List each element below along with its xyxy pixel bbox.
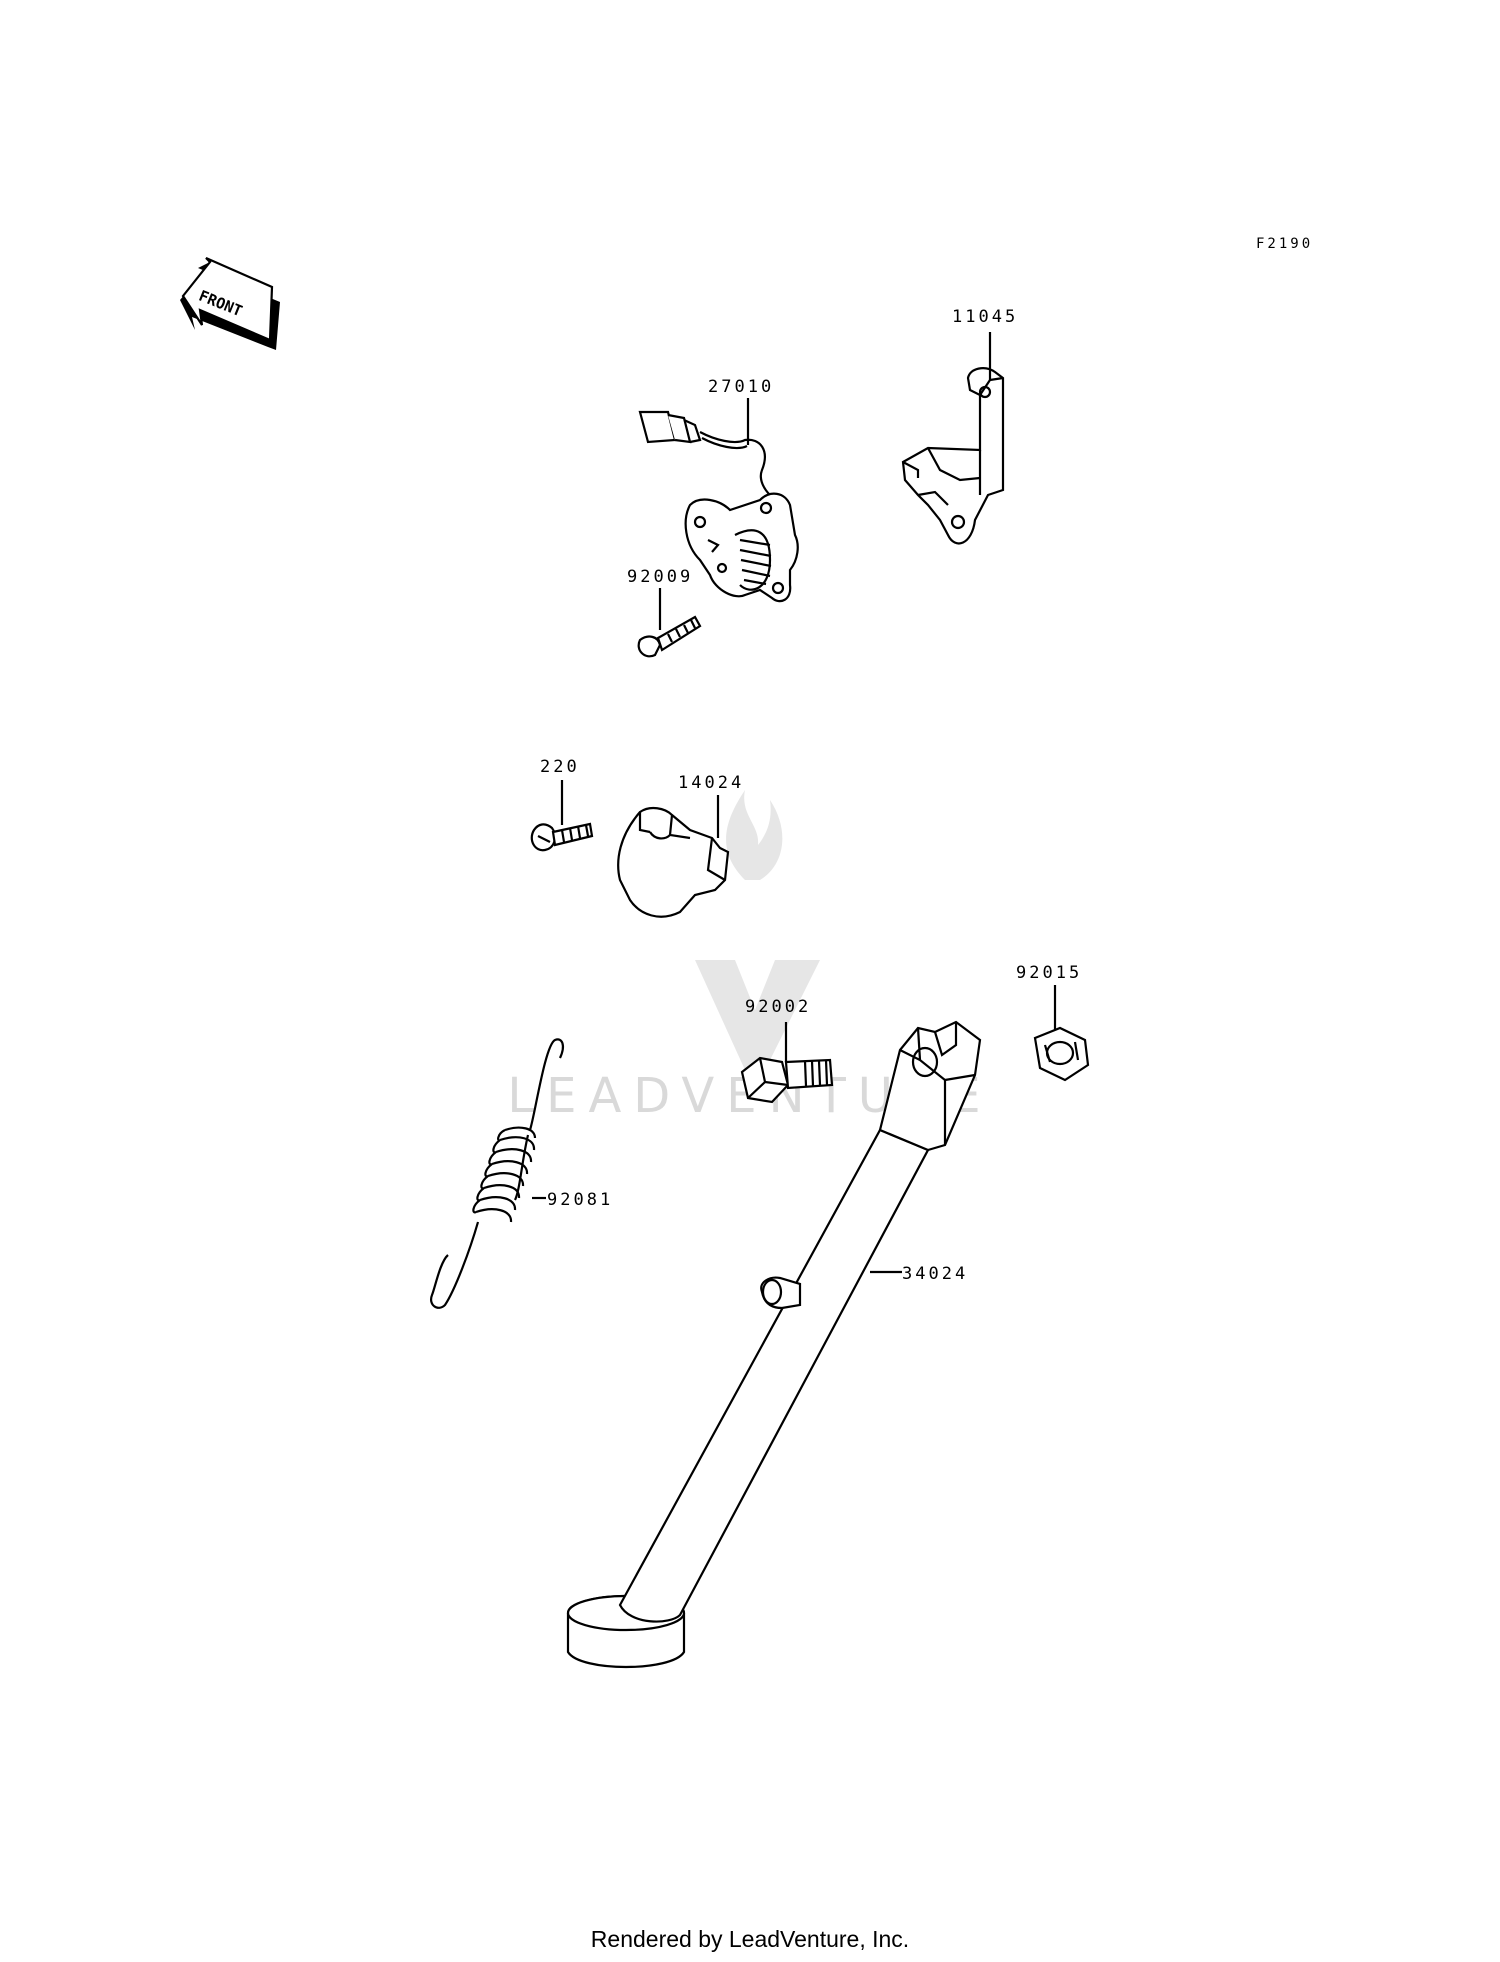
part-label-34024[interactable]: 34024 bbox=[902, 1264, 968, 1284]
figure-code: F2190 bbox=[1256, 236, 1313, 252]
part-92015-nut[interactable] bbox=[1033, 1026, 1090, 1082]
part-11045-bracket[interactable] bbox=[901, 367, 1005, 545]
part-92081-spring[interactable] bbox=[430, 1038, 564, 1309]
footer-credit: Rendered by LeadVenture, Inc. bbox=[590, 1926, 910, 1952]
part-label-92002[interactable]: 92002 bbox=[745, 997, 811, 1017]
part-220-screw[interactable] bbox=[530, 822, 594, 852]
part-27010-switch[interactable] bbox=[638, 410, 799, 603]
part-label-14024[interactable]: 14024 bbox=[678, 773, 744, 793]
part-label-92009[interactable]: 92009 bbox=[627, 567, 693, 587]
part-label-220[interactable]: 220 bbox=[540, 757, 580, 777]
part-label-92081[interactable]: 92081 bbox=[547, 1190, 613, 1210]
part-label-27010[interactable]: 27010 bbox=[708, 377, 774, 397]
part-14024-cover[interactable] bbox=[617, 806, 730, 918]
part-92002-bolt[interactable] bbox=[740, 1056, 834, 1104]
part-92009-screw[interactable] bbox=[637, 615, 702, 658]
part-label-92015[interactable]: 92015 bbox=[1016, 963, 1082, 983]
part-34024-side-stand[interactable] bbox=[566, 1020, 982, 1669]
front-arrow-icon: FRONT bbox=[180, 256, 280, 350]
part-label-11045[interactable]: 11045 bbox=[952, 307, 1018, 327]
